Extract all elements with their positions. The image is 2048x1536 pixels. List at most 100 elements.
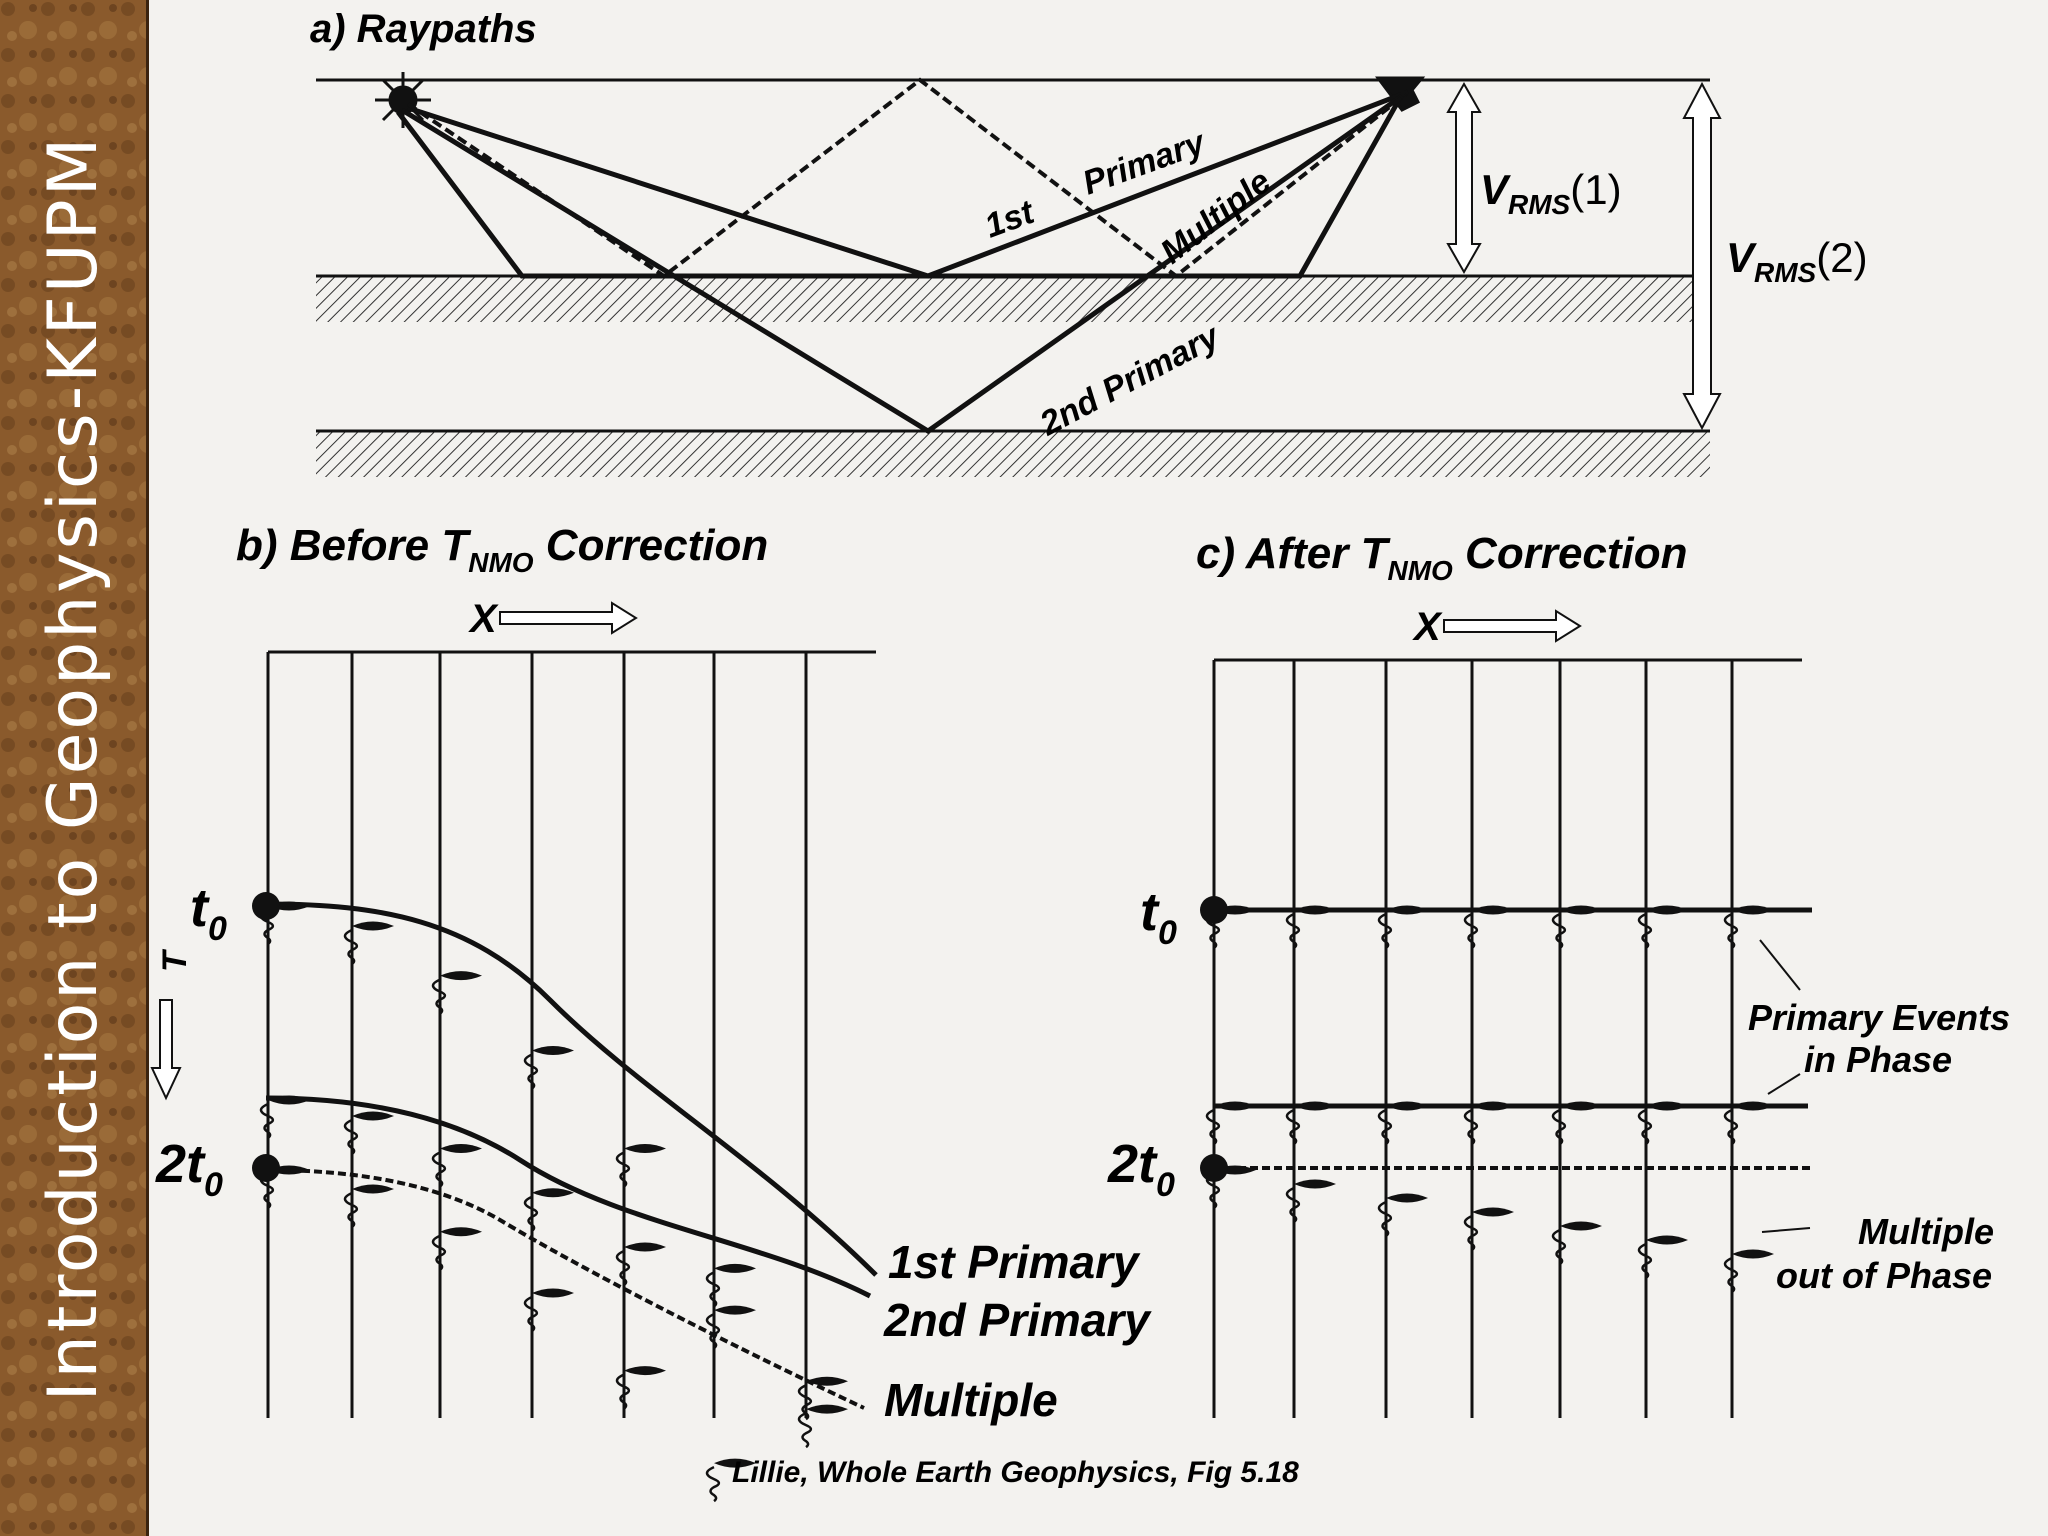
wavelet [1637,912,1653,950]
wavelet-peak [532,1188,574,1198]
multiple-raypath [406,77,1408,279]
wavelet [1723,1256,1739,1294]
sidebar-banner: Introduction to Geophysics-KFUPM [0,0,149,1536]
wavelet-peak [440,971,482,981]
wavelet-peak [1646,1235,1688,1245]
wavelet [1205,1108,1221,1146]
wavelet-peak [352,1184,394,1194]
wavelet [343,1191,359,1229]
wavelet-peak [624,1144,666,1154]
wavelet [523,1053,539,1090]
t20-label-b: 2t0 [155,1134,223,1204]
annotation-leaders [1759,939,1811,1233]
panel-a-raypaths: a) Raypaths 1st Primary Multi [310,7,1868,477]
wavelet [1723,1108,1739,1146]
layer-boundaries [316,78,1710,477]
wavelet [615,1249,631,1287]
wavelet [705,1271,721,1308]
wavelet [523,1295,539,1333]
wavelet [1463,912,1479,950]
primary-raypaths [396,89,1409,434]
label-multiple: Multiple [1154,162,1279,271]
wavelet [1205,1172,1221,1210]
trace-group-after [1205,658,1802,1418]
wavelet [1637,1242,1653,1280]
t0-label-c: t0 [1140,882,1177,952]
sidebar-texture [0,0,146,1536]
t-arrow-icon [150,999,182,1101]
t0-marker-c [1200,896,1228,924]
wavelet [431,978,447,1015]
t0-marker-b [252,892,280,920]
wavelet [1637,1108,1653,1146]
vrms2-label: VRMS(2) [1726,234,1868,288]
wavelet [431,1151,447,1188]
wavelet [797,1384,813,1421]
wavelet-peak [1386,1193,1428,1203]
wavelet [1723,912,1739,950]
note-primary-line1: Primary Events [1748,997,2010,1038]
wavelet-peak [1294,1179,1336,1189]
t-axis-label: T [156,948,194,972]
wavelet [1551,1108,1567,1146]
wavelet-peak [352,1111,394,1121]
wavelet-peak [806,1376,848,1386]
wavelet-peak [624,1242,666,1252]
wavelet-peak [714,1263,756,1273]
wavelet [1285,1108,1301,1146]
note-multiple-line2: out of Phase [1776,1255,1992,1296]
wavelet [259,1172,275,1210]
note-multiple-line1: Multiple [1858,1211,1994,1252]
vrms1-label: VRMS(1) [1480,166,1622,220]
t20-marker-b [252,1154,280,1182]
panel-b-before-nmo: b) Before TNMO Correction X T t0 2t0 1st… [150,521,1152,1503]
wavelet [1551,1228,1567,1266]
citation: Lillie, Whole Earth Geophysics, Fig 5.18 [732,1456,1299,1489]
panel-a-title: a) Raypaths [310,7,537,51]
legend-multiple: Multiple [884,1374,1058,1426]
t20-label-c: 2t0 [1107,1134,1175,1204]
wavelet [705,1465,721,1503]
t20-marker-c [1200,1154,1228,1182]
wavelet [1463,1214,1479,1252]
wavelet [343,1118,359,1156]
wavelet [1377,1200,1393,1238]
wavelet [1551,912,1567,950]
primary-lines-after [1214,907,1812,1109]
note-primary-line2: in Phase [1804,1039,1952,1080]
wavelet-peak [624,1366,666,1376]
wavelet-peak [532,1045,574,1055]
wavelet [1463,1108,1479,1146]
wavelet-peak [440,1144,482,1154]
wavelet [343,928,359,966]
wavelet-peak [806,1404,848,1414]
primary-curves-before [265,901,878,1299]
wavelet-peak [714,1305,756,1315]
wavelet-peak [1732,1249,1774,1259]
wavelet-peak [352,921,394,931]
multiple-curve-before [265,1168,865,1410]
panel-c-x-label: X [1412,605,1443,649]
panel-b-x-label: X [468,597,499,641]
wavelet [615,1373,631,1410]
wavelet [1285,1186,1301,1224]
wavelet [1377,1108,1393,1146]
wavelet-peak [440,1227,482,1237]
x-arrow-icon [499,601,638,635]
first-primary-curve [265,901,878,1277]
wavelet-peak [1472,1207,1514,1217]
panel-c-title: c) After TNMO Correction [1196,529,1688,586]
wavelet-peak [532,1288,574,1298]
wavelet-peak [714,1458,756,1468]
t0-label-b: t0 [190,878,227,948]
legend-second-primary: 2nd Primary [883,1294,1152,1346]
wavelet-peak [1560,1221,1602,1231]
x-arrow-icon [1443,609,1582,643]
trace-group-before [259,650,876,1503]
wavelet [1377,912,1393,950]
wavelet [1285,912,1301,950]
wavelet [259,1102,275,1140]
panel-c-after-nmo: c) After TNMO Correction X t0 2t0 Primar… [1107,529,2010,1418]
wavelet [523,1195,539,1232]
wavelet [431,1234,447,1271]
